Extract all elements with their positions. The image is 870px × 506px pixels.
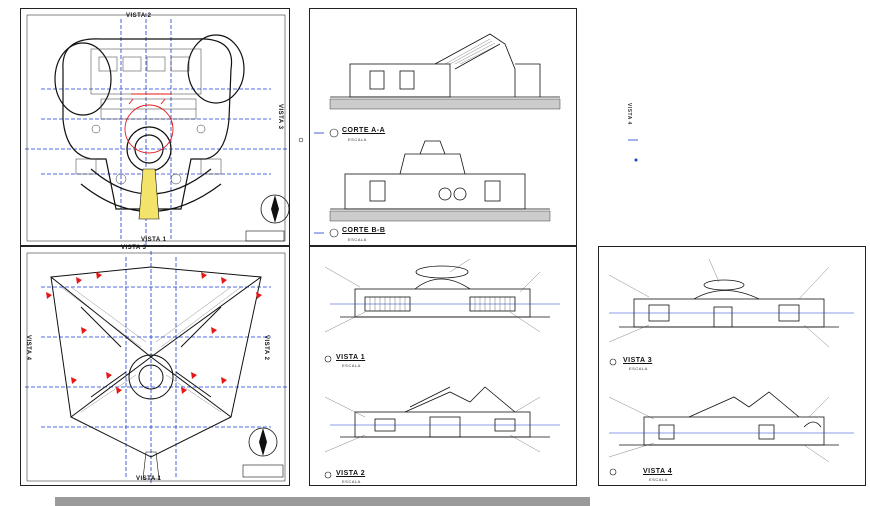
elevation-scale-3: ESCALA — [629, 366, 648, 371]
north-arrow-icon — [248, 427, 278, 457]
floor-plan-drawing — [25, 13, 290, 245]
north-arrow-icon — [260, 194, 290, 224]
view-label-top: VISTA 2 — [126, 13, 152, 19]
section-scale-a: ESCALA — [348, 137, 367, 142]
elevations-1-2-sheet: VISTA 1 ESCALA VISTA 2 ESCALA — [309, 246, 577, 486]
elevation-scale-2: ESCALA — [342, 479, 361, 484]
elevation-title-1: VISTA 1 — [336, 354, 366, 361]
view-label-bottom: VISTA 1 — [141, 237, 167, 243]
roof-plan-drawing — [25, 251, 287, 483]
elevations-3-4-drawing — [608, 258, 854, 476]
elevation-title-2: VISTA 2 — [336, 470, 366, 477]
elevation-scale-4: ESCALA — [649, 477, 668, 482]
floating-view-label: VISTA 4 — [626, 103, 632, 125]
section-title-b: CORTE B-B — [342, 227, 386, 234]
view-marker-icon — [324, 355, 332, 363]
view-label-right: VISTA 2 — [263, 335, 269, 361]
view-marker-icon — [609, 468, 617, 476]
view-label-top: VISTA 3 — [121, 245, 147, 251]
sections-sheet: CORTE A-A ESCALA CORTE B-B ESCALA — [309, 8, 577, 246]
section-marker-icon — [329, 228, 339, 238]
elevations-3-4-sheet: VISTA 3 ESCALA VISTA 4 ESCALA — [598, 246, 866, 486]
view-label-left: VISTA 4 — [25, 335, 31, 361]
roof-plan-sheet: VISTA 3 VISTA 4 VISTA 2 VISTA 1 — [20, 245, 290, 486]
view-marker-icon — [324, 471, 332, 479]
section-marker-icon — [329, 128, 339, 138]
elevation-title-4: VISTA 4 — [643, 468, 673, 475]
sections-drawing — [314, 33, 561, 238]
floor-plan-sheet: VISTA 2 VISTA 3 VISTA 1 — [20, 8, 290, 246]
section-title-a: CORTE A-A — [342, 127, 386, 134]
elevations-1-2-drawing — [324, 258, 560, 479]
elevation-scale-1: ESCALA — [342, 363, 361, 368]
section-scale-b: ESCALA — [348, 237, 367, 242]
view-label-bottom: VISTA 1 — [136, 476, 162, 482]
view-label-right: VISTA 3 — [277, 104, 283, 130]
caption-bar — [55, 497, 590, 506]
elevation-title-3: VISTA 3 — [623, 357, 653, 364]
view-marker-icon — [609, 358, 617, 366]
